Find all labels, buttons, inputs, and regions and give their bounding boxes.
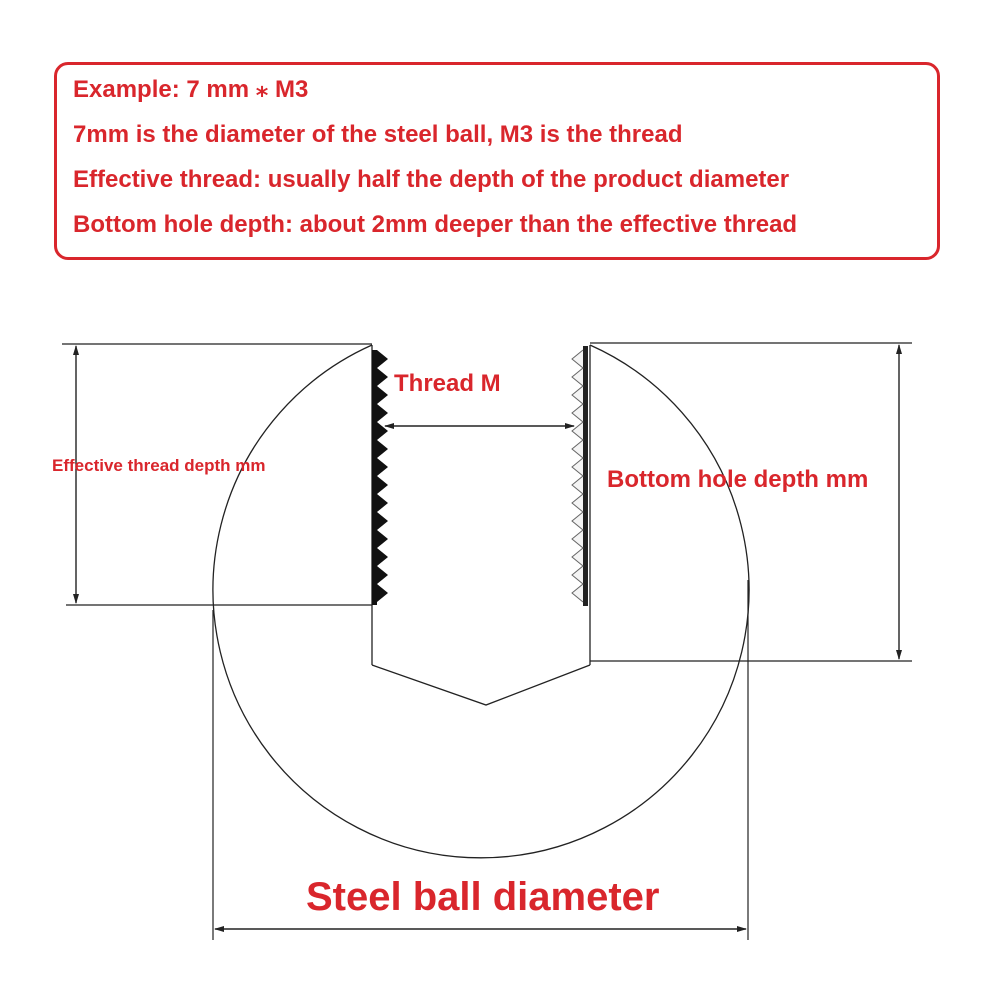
bottom-depth-label: Bottom hole depth mm xyxy=(607,466,868,493)
ball-diameter-label: Steel ball diameter xyxy=(306,875,659,919)
example-note-box: Example: 7 mm ⁎ M3 7mm is the diameter o… xyxy=(54,62,940,260)
note-bottom-hole: Bottom hole depth: about 2mm deeper than… xyxy=(73,211,798,238)
note-diameter-thread: 7mm is the diameter of the steel ball, M… xyxy=(73,121,683,148)
note-example: Example: 7 mm ⁎ M3 xyxy=(73,76,309,103)
hole-outline xyxy=(371,345,591,706)
thread-label: Thread M xyxy=(394,370,501,397)
left-thread xyxy=(372,350,388,605)
note-effective-thread: Effective thread: usually half the depth… xyxy=(73,166,790,193)
effective-depth-label: Effective thread depth mm xyxy=(52,456,266,475)
right-thread xyxy=(571,346,588,606)
extension-lines xyxy=(62,342,912,940)
ball-outline xyxy=(212,344,750,859)
